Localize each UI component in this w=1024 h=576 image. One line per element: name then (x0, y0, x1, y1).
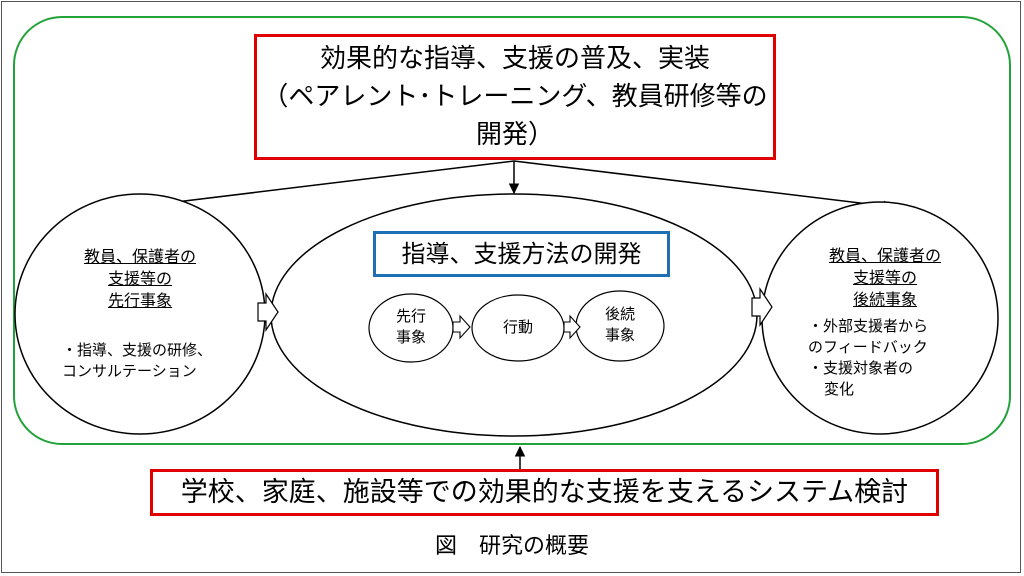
step3-line1: 後続 (604, 305, 635, 323)
block-arrow-center-to-right (751, 287, 773, 327)
step-label-consequence: 後続 事象 (590, 304, 650, 346)
left-title-line2: 支援等の (107, 269, 172, 288)
top-goal-line1: 効果的な指導、支援の普及、実装 (319, 44, 710, 74)
right-title-line1: 教員、保護者の (828, 246, 941, 265)
left-title-line1: 教員、保護者の (83, 247, 196, 266)
center-title: 指導、支援方法の開発 (401, 240, 642, 268)
bottom-system-text: 学校、家庭、施設等での効果的な支援を支えるシステム検討 (180, 476, 909, 508)
right-body-line3: ・支援対象者の (808, 359, 914, 377)
arrow-top-to-left (133, 160, 515, 212)
left-body-line1: ・指導、支援の研修、 (62, 341, 213, 359)
outer-group-border (13, 16, 1011, 445)
right-body-line1: ・外部支援者から (808, 317, 929, 335)
step2-label: 行動 (502, 318, 533, 336)
center-title-box: 指導、支援方法の開発 (373, 231, 670, 277)
right-ellipse-title: 教員、保護者の 支援等の 後続事象 (800, 245, 970, 311)
right-body-line2: のフィードバック (808, 338, 928, 356)
step1-line2: 事象 (395, 328, 426, 346)
right-title-line3: 後続事象 (852, 290, 917, 309)
block-arrow-step2-to-step3 (563, 314, 581, 340)
top-goal-box: 効果的な指導、支援の普及、実装 （ペアレント･トレーニング、教員研修等の 開発） (254, 34, 776, 160)
step-label-behavior: 行動 (488, 317, 548, 338)
step3-line2: 事象 (604, 326, 635, 344)
right-ellipse-body: ・外部支援者から のフィードバック ・支援対象者の 変化 (808, 316, 928, 400)
left-ellipse-title: 教員、保護者の 支援等の 先行事象 (55, 246, 225, 312)
bottom-system-box: 学校、家庭、施設等での効果的な支援を支えるシステム検討 (150, 469, 939, 516)
arrow-top-to-right (513, 160, 895, 212)
left-title-line3: 先行事象 (107, 291, 172, 310)
block-arrow-left-to-center (257, 292, 279, 332)
top-goal-line2: （ペアレント･トレーニング、教員研修等の (262, 82, 768, 112)
left-ellipse-body: ・指導、支援の研修、 コンサルテーション (62, 340, 212, 382)
left-body-line2: コンサルテーション (62, 362, 197, 380)
right-title-line2: 支援等の (852, 268, 917, 287)
figure-caption: 図 研究の概要 (434, 534, 589, 559)
right-body-line4: 変化 (824, 380, 855, 398)
step1-line1: 先行 (395, 307, 426, 325)
left-ellipse (14, 193, 266, 435)
step-label-antecedent: 先行 事象 (381, 306, 441, 348)
block-arrow-step1-to-step2 (452, 314, 471, 340)
top-goal-line3: 開発） (475, 120, 554, 150)
